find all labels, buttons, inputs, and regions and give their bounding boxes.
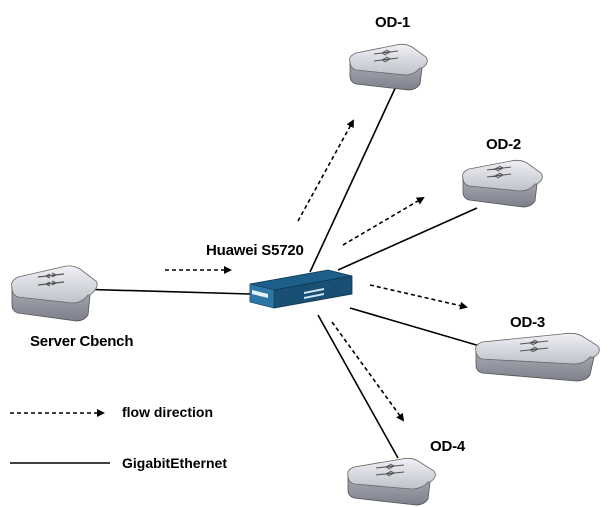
flow-arrow-core-od1 <box>297 119 354 222</box>
node-label-server: Server Cbench <box>30 333 134 350</box>
link-server-core <box>74 288 251 295</box>
node-label-od3: OD-3 <box>510 314 546 331</box>
link-core-od1 <box>309 81 399 273</box>
links <box>74 81 491 459</box>
core-switch-icon <box>249 269 353 309</box>
switch-icon <box>475 332 600 382</box>
flows <box>165 119 468 422</box>
flow-arrow-core-od2 <box>342 196 425 246</box>
link-core-od2 <box>337 207 478 271</box>
switch-icon <box>349 43 428 91</box>
switch-icon <box>462 159 543 208</box>
legend <box>10 409 110 464</box>
flow-arrow-core-od4 <box>331 321 405 422</box>
node-label-core: Huawei S5720 <box>206 242 304 259</box>
switch-icon <box>11 265 98 322</box>
legend-flow-label: flow direction <box>122 404 213 420</box>
legend-link-label: GigabitEthernet <box>122 455 228 471</box>
link-core-od3 <box>349 307 491 350</box>
switch-icon <box>347 457 436 506</box>
flow-arrow-core-od3 <box>369 284 468 310</box>
node-label-od1: OD-1 <box>375 14 411 31</box>
node-label-od4: OD-4 <box>430 438 466 455</box>
node-label-od2: OD-2 <box>486 136 522 153</box>
link-core-od4 <box>317 314 399 459</box>
